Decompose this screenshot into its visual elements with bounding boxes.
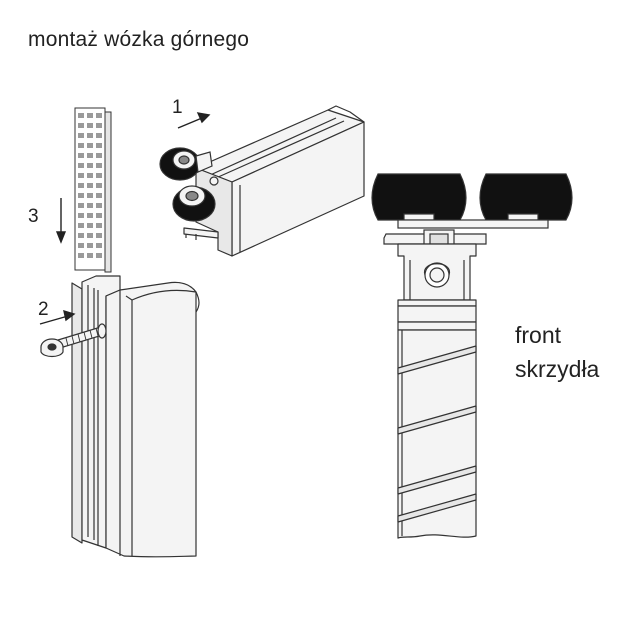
arrow-3 — [55, 198, 67, 244]
step-1-label: 1 — [172, 97, 183, 118]
screw — [40, 323, 107, 358]
section-panel — [397, 329, 477, 539]
caption-line-1: front — [515, 322, 562, 348]
diagram-title: montaż wózka górnego — [28, 28, 250, 51]
trolley-wheel-rear — [159, 147, 213, 181]
trolley-wheel-front — [172, 176, 219, 222]
step-2-label: 2 — [38, 299, 49, 320]
vertical-handle-profile — [71, 275, 200, 558]
section-wheels — [371, 173, 573, 221]
arrow-1 — [177, 112, 211, 129]
brush-texture — [78, 113, 102, 258]
section-profile — [397, 243, 477, 331]
caption-line-2: skrzydła — [515, 356, 600, 382]
arrow-2 — [39, 309, 76, 325]
brush-strip — [74, 107, 112, 273]
section-carriage-plate — [383, 219, 549, 245]
panel-caption: front skrzydła — [515, 318, 599, 386]
step-3-label: 3 — [28, 206, 39, 227]
